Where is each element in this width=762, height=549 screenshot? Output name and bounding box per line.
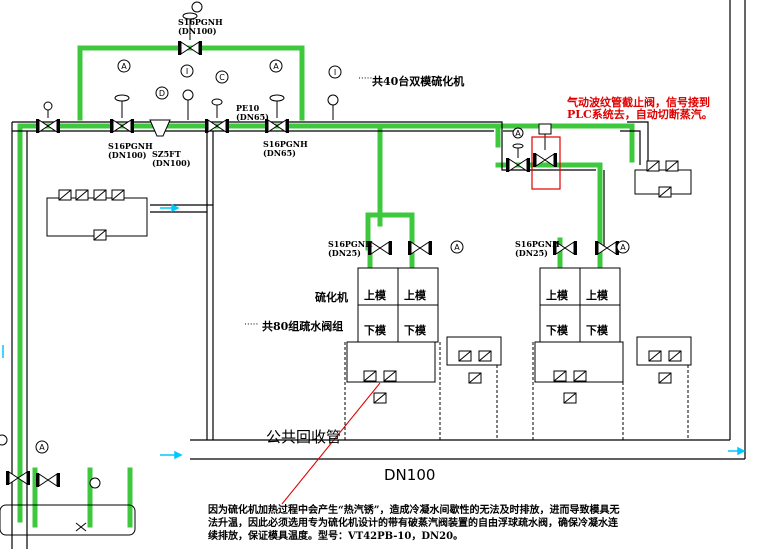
tag-a-3: A	[515, 129, 521, 138]
valve-left-label: S16PGNH(DN100)	[108, 141, 153, 160]
tag-circles	[0, 1, 630, 454]
tag-d: D	[159, 89, 165, 98]
trap-note: 因为硫化机加热过程中会产生“热汽锈”，造成冷凝水间歇性的无法及时排放，进而导致模…	[208, 505, 620, 542]
top-valve-label: S16PGNH(DN100)	[178, 17, 223, 36]
gauges	[89, 89, 339, 489]
machine-label: 硫化机	[315, 291, 348, 304]
svg-text:·····: ·····	[244, 320, 258, 330]
upper-mold-2: 上模	[404, 289, 426, 302]
tag-i-2: I	[334, 68, 336, 77]
tag-a-6: A	[39, 443, 45, 452]
note-leader	[281, 382, 381, 505]
prv-label: PE10(DN65)	[236, 103, 269, 122]
strainer-label: SZ5FT(DN100)	[152, 149, 191, 168]
group-80-label: 共80组疏水阀组	[262, 320, 344, 333]
tag-a-2: A	[273, 62, 279, 71]
lower-mold-4: 下模	[586, 324, 608, 337]
return-pipe-label: 公共回收管	[266, 428, 342, 446]
lower-mold-3: 下模	[546, 324, 568, 337]
qty-40-label: 共40台双模硫化机	[372, 75, 465, 88]
m2-valve-label: S16PGNH(DN25)	[515, 239, 560, 258]
dn100-label: DN100	[384, 466, 436, 484]
upper-mold-4: 上模	[586, 289, 608, 302]
tag-c: C	[219, 73, 225, 82]
upper-mold-3: 上模	[546, 289, 568, 302]
flow-arrows	[2, 203, 746, 460]
svg-text:·····: ·····	[358, 74, 372, 84]
tag-a-1: A	[121, 62, 127, 71]
valve-stems	[43, 12, 552, 158]
strainer	[149, 119, 171, 137]
valve-right-label: S16PGNH(DN65)	[263, 139, 308, 158]
auto-valve-highlight	[531, 136, 561, 190]
machines	[357, 267, 621, 343]
outline-pipes	[11, 0, 746, 549]
steam-pipes	[17, 45, 635, 528]
lower-mold-1: 下模	[364, 324, 386, 337]
tag-i-1: I	[186, 67, 188, 76]
tag-a-5: A	[620, 243, 626, 252]
upper-mold-1: 上模	[364, 289, 386, 302]
m1-valve-label: S16PGNH(DN25)	[328, 239, 373, 258]
main-valves	[5, 40, 620, 488]
lower-mold-2: 下模	[404, 324, 426, 337]
tag-a-4: A	[454, 243, 460, 252]
